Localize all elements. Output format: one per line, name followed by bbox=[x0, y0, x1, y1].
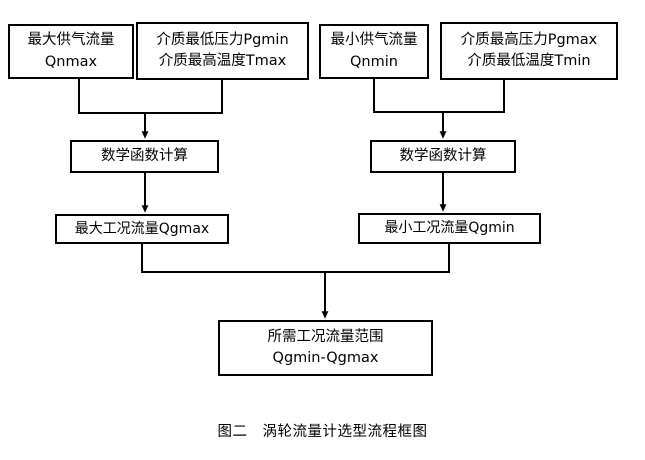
node-max-supply-flow-line2: Qnmax bbox=[44, 53, 98, 70]
node-min-pressure-max-temp[interactable]: 介质最低压力Pgmin 介质最高温度Tmax bbox=[136, 22, 309, 80]
node-max-pressure-min-temp-line1: 介质最高压力Pgmax bbox=[460, 31, 598, 48]
figure-caption: 图二 涡轮流量计选型流程框图 bbox=[217, 424, 428, 440]
node-max-supply-flow[interactable]: 最大供气流量 Qnmax bbox=[8, 24, 134, 79]
node-min-pressure-max-temp-line2: 介质最高温度Tmax bbox=[158, 53, 287, 69]
node-min-supply-flow[interactable]: 最小供气流量 Qnmin bbox=[319, 24, 429, 79]
node-required-flow-range-line1: 所需工况流量范围 bbox=[267, 328, 384, 345]
node-max-pressure-min-temp-line2: 介质最低温度Tmin bbox=[467, 53, 591, 69]
node-min-supply-flow-line1: 最小供气流量 bbox=[330, 32, 418, 49]
node-max-working-flow-label: 最大工况流量Qgmax bbox=[74, 220, 210, 237]
node-math-function-calc-left-label: 数学函数计算 bbox=[101, 147, 188, 164]
node-min-working-flow[interactable]: 最小工况流量Qgmin bbox=[358, 213, 541, 244]
node-max-working-flow[interactable]: 最大工况流量Qgmax bbox=[55, 214, 229, 244]
node-math-function-calc-left[interactable]: 数学函数计算 bbox=[70, 140, 219, 173]
node-required-flow-range[interactable]: 所需工况流量范围 Qgmin-Qgmax bbox=[218, 320, 433, 376]
node-min-working-flow-label: 最小工况流量Qgmin bbox=[384, 220, 515, 237]
node-math-function-calc-right[interactable]: 数学函数计算 bbox=[370, 140, 516, 173]
node-min-pressure-max-temp-line1: 介质最低压力Pgmin bbox=[156, 31, 289, 48]
node-required-flow-range-line2: Qgmin-Qgmax bbox=[272, 350, 379, 366]
node-max-pressure-min-temp[interactable]: 介质最高压力Pgmax 介质最低温度Tmin bbox=[440, 22, 618, 80]
node-math-function-calc-right-label: 数学函数计算 bbox=[399, 147, 487, 164]
node-max-supply-flow-line1: 最大供气流量 bbox=[27, 32, 115, 49]
node-min-supply-flow-line2: Qnmin bbox=[350, 53, 398, 70]
